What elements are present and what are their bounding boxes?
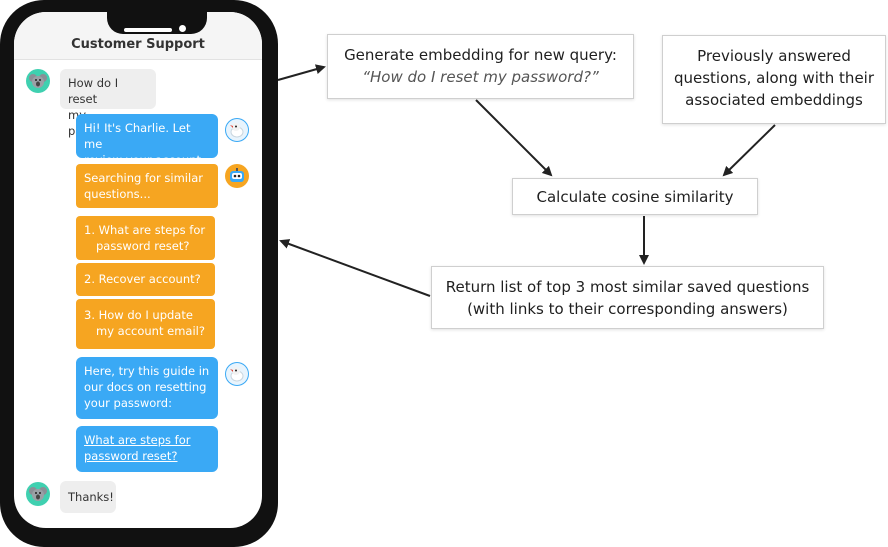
cosine-similarity-box: Calculate cosine similarity [512, 178, 758, 215]
user-avatar [26, 482, 50, 506]
agent-message-link[interactable]: What are steps for password reset? [76, 426, 218, 472]
bot-message-searching: Searching for similar questions... [76, 164, 218, 208]
agent-message-line: review your account. [84, 153, 205, 167]
agent-message-line: our docs on resetting [84, 380, 207, 394]
robot-icon [230, 168, 244, 182]
previous-questions-box: Previously answered questions, along wit… [662, 35, 886, 124]
chat-title: Customer Support [71, 37, 205, 52]
arrow-previous-to-cosine [722, 124, 776, 177]
bot-message-line: questions... [84, 187, 151, 201]
bot-message-line: Searching for similar [84, 171, 203, 185]
arrow-result-to-phone [279, 239, 431, 297]
generate-embedding-label: Generate embedding for new query: [344, 46, 617, 64]
arrow-phone-to-generate [277, 64, 326, 81]
phone-speaker [124, 28, 172, 32]
phone-camera [179, 25, 186, 32]
query-text: “How do I reset my password?” [362, 68, 599, 86]
user-message-question: How do I reset my password? [60, 69, 156, 138]
guide-link-line-2[interactable]: password reset? [84, 449, 178, 463]
result-list-line: (with links to their corresponding answe… [467, 300, 788, 318]
koala-icon [29, 487, 47, 501]
agent-message-guide: Here, try this guide in our docs on rese… [76, 357, 218, 419]
user-message-thanks: Thanks! [60, 481, 116, 513]
user-avatar [26, 69, 50, 93]
previous-questions-line: Previously answered [697, 47, 851, 65]
agent-avatar [225, 362, 249, 386]
user-message-line: Thanks! [68, 490, 114, 504]
previous-questions-line: associated embeddings [685, 91, 863, 109]
agent-message-line: Hi! It's Charlie. Let me [84, 121, 191, 151]
koala-icon [29, 74, 47, 88]
user-message-line: How do I reset [68, 76, 119, 106]
cosine-similarity-label: Calculate cosine similarity [536, 188, 734, 206]
arrow-generate-to-cosine [475, 99, 553, 177]
bot-result-line: 1. What are steps for [84, 223, 206, 237]
bot-result-1: 1. What are steps for password reset? [76, 216, 215, 260]
guide-link-line-1[interactable]: What are steps for [84, 433, 191, 447]
agent-message-line: Here, try this guide in [84, 364, 210, 378]
phone-frame: Customer Support How do I reset my passw… [0, 0, 278, 547]
bot-result-3: 3. How do I update my account email? [76, 299, 215, 349]
generate-embedding-box: Generate embedding for new query: “How d… [327, 34, 634, 99]
phone-screen: Customer Support How do I reset my passw… [14, 12, 262, 528]
previous-questions-line: questions, along with their [673, 69, 875, 87]
bot-result-line: my account email? [96, 324, 205, 338]
result-list-box: Return list of top 3 most similar saved … [431, 266, 824, 329]
bird-icon [226, 363, 248, 385]
agent-message-greeting: Hi! It's Charlie. Let me review your acc… [76, 114, 218, 167]
result-list-line: Return list of top 3 most similar saved … [445, 278, 810, 296]
bot-result-2: 2. Recover account? [76, 263, 215, 296]
agent-avatar [225, 118, 249, 142]
bot-result-line: password reset? [96, 239, 190, 253]
chat-header: Customer Support [14, 12, 262, 60]
bird-icon [226, 119, 248, 141]
bot-result-line: 2. Recover account? [84, 272, 201, 286]
bot-avatar [225, 164, 249, 188]
bot-result-line: 3. How do I update [84, 308, 193, 322]
agent-message-line: your password: [84, 396, 172, 410]
